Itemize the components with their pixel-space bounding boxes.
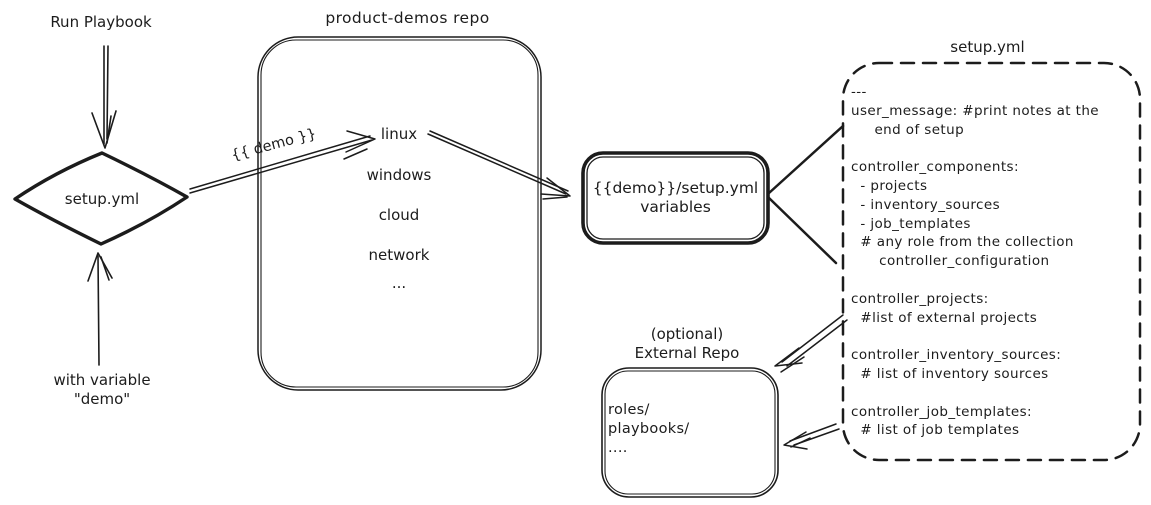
job-templates-to-external-arrow bbox=[783, 423, 840, 450]
setup-yml-code: --- user_message: #print notes at the en… bbox=[851, 84, 1099, 439]
repo-item-windows: windows bbox=[366, 166, 432, 184]
variables-box-line1: {{demo}}/setup.yml bbox=[592, 179, 759, 197]
projects-to-external-arrow bbox=[774, 314, 848, 373]
external-repo-code: roles/ playbooks/ .... bbox=[608, 402, 690, 456]
with-variable-arrow bbox=[87, 252, 113, 366]
repo-item-linux: linux bbox=[380, 125, 418, 143]
variables-box-line2: variables bbox=[640, 198, 711, 216]
repo-item-ellipsis: ... bbox=[391, 274, 407, 292]
repo-item-network: network bbox=[368, 246, 430, 264]
run-playbook-label: Run Playbook bbox=[50, 13, 152, 31]
setup-yml-box-title: setup.yml bbox=[950, 38, 1025, 56]
variables-fan-lines bbox=[767, 124, 845, 265]
demo-arrow bbox=[189, 130, 376, 194]
product-demos-repo-box bbox=[257, 36, 542, 391]
with-variable-label: with variable"demo" bbox=[28, 371, 176, 409]
external-repo-box bbox=[601, 367, 779, 498]
with-variable-line1: with variable bbox=[53, 371, 151, 389]
product-demos-repo-title: product-demos repo bbox=[325, 9, 490, 27]
external-repo-label: (optional)External Repo bbox=[598, 325, 776, 362]
linux-to-variables-arrow bbox=[427, 130, 571, 200]
repo-item-cloud: cloud bbox=[378, 206, 420, 224]
with-variable-line2: "demo" bbox=[73, 390, 131, 408]
setup-yml-diamond-label: setup.yml bbox=[64, 190, 140, 208]
setup-yml-dashed-box bbox=[841, 61, 1142, 462]
run-playbook-arrow bbox=[91, 45, 117, 149]
external-repo-title: External Repo bbox=[634, 343, 740, 362]
external-repo-optional: (optional) bbox=[650, 325, 724, 343]
setup-yml-diamond bbox=[13, 151, 189, 246]
